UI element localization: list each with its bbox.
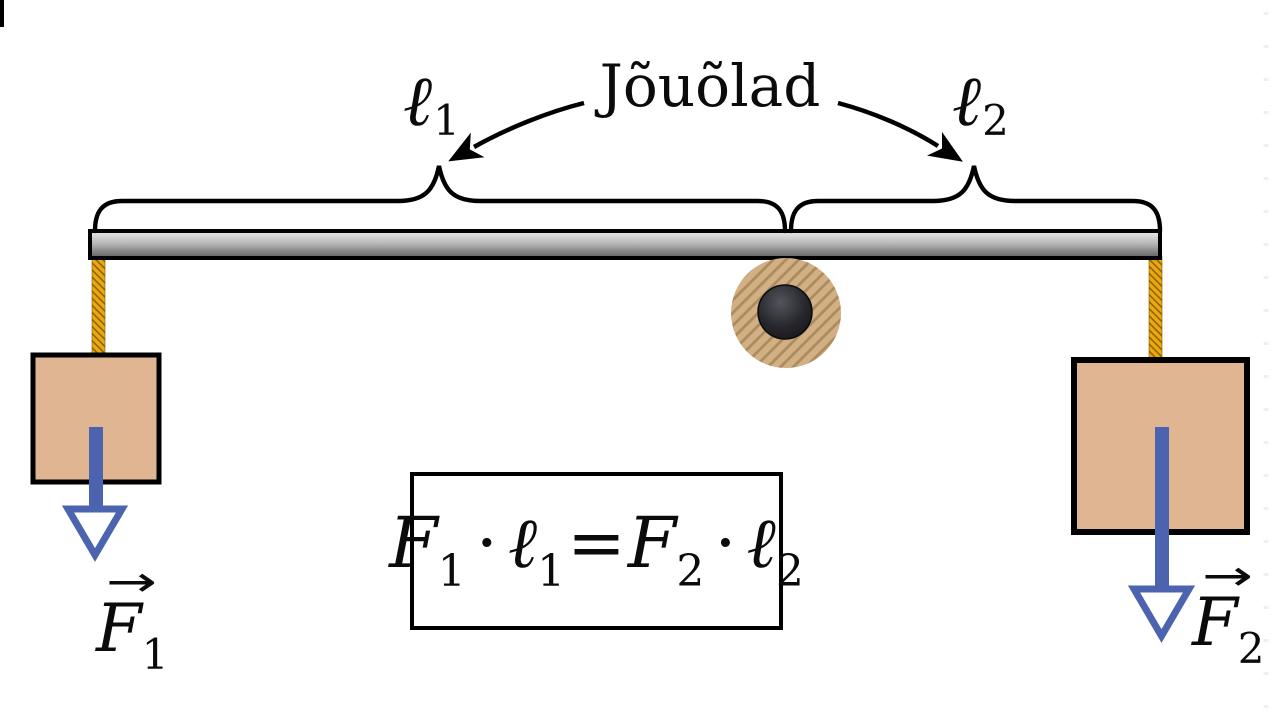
formula-f1-sub: 1 [437,546,466,597]
formula-f1: F [389,502,438,584]
f1-vector-arrow-icon: → [106,557,158,606]
lever-arm-label-l1: ℓ 1 [403,66,460,142]
formula-l2: ℓ [746,502,776,584]
force-arrow-f2 [1127,427,1196,643]
formula-dot-2: · [714,502,737,584]
brace-l2 [788,165,1163,234]
lever-arm-label-l2: ℓ 2 [952,66,1009,142]
pointer-arrow-left [448,100,585,162]
right-rope [1148,255,1163,362]
formula-f2: F [627,502,677,584]
left-rope [91,255,106,357]
force-label-f2: → F 2 [1192,551,1265,673]
f1-subscript: 1 [141,630,169,679]
f2-subscript: 2 [1237,624,1265,673]
l1-subscript: 1 [433,96,460,145]
left-edge-mark [0,0,4,27]
f2-symbol: F [1192,584,1238,661]
lever-bar [88,229,1162,260]
l1-symbol: ℓ [403,60,433,142]
formula-l2-sub: 2 [775,546,804,597]
f2-vector-arrow-icon: → [1202,551,1254,600]
formula-dot-1: · [475,502,499,584]
formula-l1: ℓ [508,502,538,584]
force-label-f1: → F 1 [96,557,169,679]
fulcrum-axle [757,284,813,340]
l2-subscript: 2 [982,96,1009,145]
formula-f2-sub: 2 [676,546,705,597]
pointer-arrow-right [837,100,963,162]
l2-symbol: ℓ [952,60,982,142]
lever-law-formula-box: F 1 · ℓ 1 = F 2 · ℓ 2 [389,472,804,630]
formula-equals: = [567,502,626,584]
brace-l1 [92,165,788,234]
force-arrow-f1 [61,427,129,562]
diagram-title: Jõuõlad [599,52,821,120]
formula-l1-sub: 1 [537,546,566,597]
f1-symbol: F [96,590,142,667]
lever-law-formula: F 1 · ℓ 1 = F 2 · ℓ 2 [389,508,804,594]
